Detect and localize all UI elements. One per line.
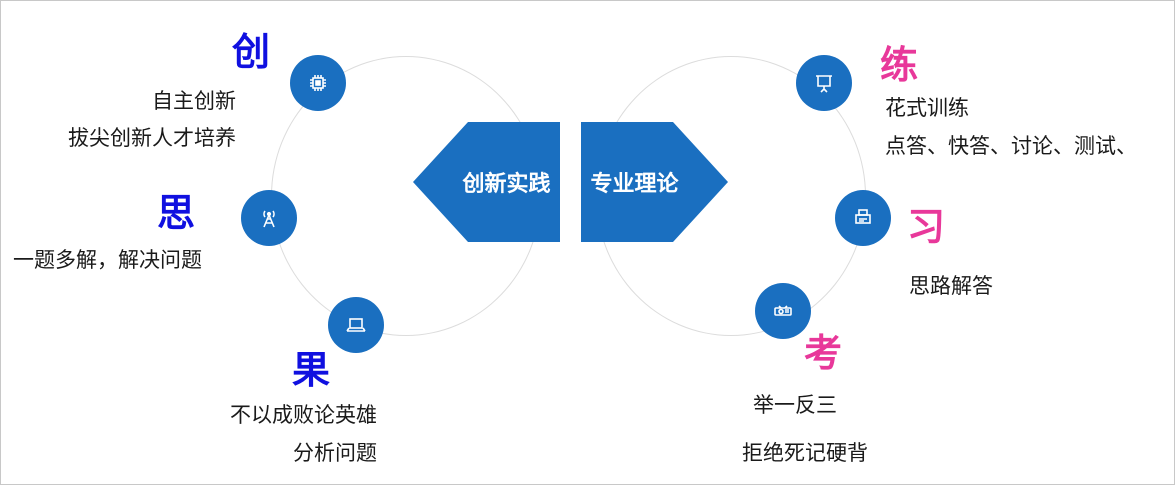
center-right-label: 专业理论	[590, 172, 679, 197]
desc-guo-line2: 分析问题	[293, 441, 377, 465]
desc-chuang-line2: 拔尖创新人才培养	[68, 126, 236, 150]
desc-chuang-line1: 自主创新	[152, 89, 236, 113]
desc-guo-line1: 不以成败论英雄	[230, 403, 377, 427]
presentation-board-icon	[796, 55, 852, 111]
keyword-guo: 果	[292, 348, 331, 392]
projector-icon	[755, 283, 811, 339]
desc-lian-line2: 点答、快答、讨论、测试、	[885, 134, 1137, 158]
keyword-kao: 考	[804, 331, 843, 375]
keyword-chuang: 创	[232, 30, 271, 74]
center-left-label: 创新实践	[462, 172, 551, 197]
desc-xi-line1: 思路解答	[909, 274, 993, 298]
desc-kao-line2: 拒绝死记硬背	[742, 441, 868, 465]
keyword-si: 思	[157, 191, 196, 235]
signal-tower-icon	[241, 190, 297, 246]
keyword-lian: 练	[880, 43, 919, 87]
printer-icon	[835, 190, 891, 246]
desc-lian-line1: 花式训练	[885, 96, 969, 120]
chip-icon	[290, 55, 346, 111]
desc-kao-line1: 举一反三	[753, 393, 837, 417]
desc-si-line1: 一题多解，解决问题	[13, 248, 202, 272]
laptop-icon	[328, 297, 384, 353]
keyword-xi: 习	[907, 205, 946, 249]
